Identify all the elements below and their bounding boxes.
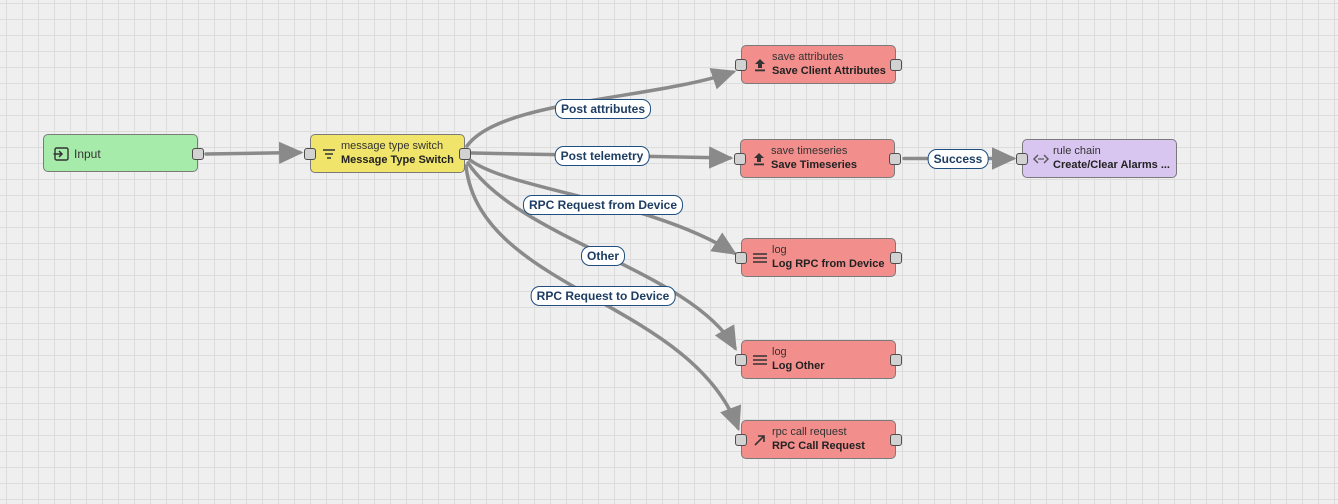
input-port[interactable] (735, 354, 747, 366)
arrow-up-right-icon (751, 431, 769, 449)
menu-lines-icon (751, 351, 769, 369)
node-log-other[interactable]: log Log Other (735, 340, 902, 379)
code-brackets-icon (1032, 150, 1050, 168)
filter-icon (320, 145, 338, 163)
node-save-attributes[interactable]: save attributes Save Client Attributes (735, 45, 902, 84)
output-port[interactable] (459, 148, 471, 160)
node-type: rule chain (1053, 145, 1101, 157)
node-label: Input (74, 147, 101, 161)
node-name: Message Type Switch (341, 154, 454, 166)
input-port[interactable] (735, 434, 747, 446)
node-name: Log RPC from Device (772, 258, 885, 270)
menu-lines-icon (751, 249, 769, 267)
node-name: Save Client Attributes (772, 65, 886, 77)
output-port[interactable] (890, 434, 902, 446)
edge-label-rpc-request-from-device[interactable]: RPC Request from Device (522, 195, 684, 215)
input-icon (53, 145, 71, 163)
input-port[interactable] (735, 252, 747, 264)
input-port[interactable] (735, 59, 747, 71)
input-port[interactable] (1016, 153, 1028, 165)
node-rpc-call-request[interactable]: rpc call request RPC Call Request (735, 420, 902, 459)
node-name: Save Timeseries (771, 159, 858, 171)
upload-icon (751, 56, 769, 74)
node-input[interactable]: Input (43, 134, 204, 172)
node-rule-chain[interactable]: rule chain Create/Clear Alarms ... (1016, 139, 1177, 178)
edge-label-success[interactable]: Success (927, 149, 989, 169)
input-port[interactable] (304, 148, 316, 160)
node-name: Create/Clear Alarms ... (1053, 159, 1170, 171)
edge-label-post-attributes[interactable]: Post attributes (554, 99, 652, 119)
node-type: log (772, 346, 787, 358)
node-type: rpc call request (772, 426, 847, 438)
node-name: RPC Call Request (772, 440, 865, 452)
edge-label-post-telemetry[interactable]: Post telemetry (554, 146, 650, 166)
node-type: message type switch (341, 140, 444, 152)
node-message-type-switch[interactable]: message type switch Message Type Switch (304, 134, 471, 173)
input-port[interactable] (734, 153, 746, 165)
output-port[interactable] (890, 354, 902, 366)
output-port[interactable] (890, 252, 902, 264)
output-port[interactable] (192, 148, 204, 160)
output-port[interactable] (890, 59, 902, 71)
node-name: Log Other (772, 360, 825, 372)
node-save-timeseries[interactable]: save timeseries Save Timeseries (734, 139, 901, 178)
node-type: log (772, 244, 787, 256)
output-port[interactable] (889, 153, 901, 165)
node-log-rpc[interactable]: log Log RPC from Device (735, 238, 902, 277)
edge-label-other[interactable]: Other (580, 246, 626, 266)
node-type: save timeseries (771, 145, 848, 157)
edge-label-rpc-request-to-device[interactable]: RPC Request to Device (530, 286, 676, 306)
node-type: save attributes (772, 51, 844, 63)
upload-icon (750, 150, 768, 168)
edge-input-to-switch[interactable] (204, 141, 304, 165)
